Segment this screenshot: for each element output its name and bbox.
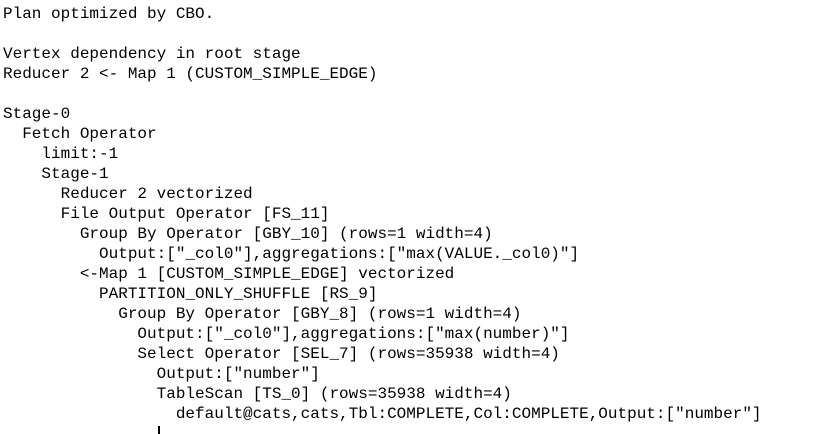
plan-line: Stage-0 (3, 105, 71, 123)
plan-line: default@cats,cats,Tbl:COMPLETE,Col:COMPL… (3, 405, 762, 423)
plan-line: Output:["_col0"],aggregations:["max(VALU… (3, 245, 580, 263)
plan-line: limit:-1 (3, 145, 119, 163)
plan-line: TableScan [TS_0] (rows=35938 width=4) (3, 385, 512, 403)
plan-line: File Output Operator [FS_11] (3, 205, 330, 223)
plan-line: Group By Operator [GBY_8] (rows=1 width=… (3, 305, 522, 323)
plan-line: <-Map 1 [CUSTOM_SIMPLE_EDGE] vectorized (3, 265, 455, 283)
plan-line: Fetch Operator (3, 125, 157, 143)
plan-line: Group By Operator [GBY_10] (rows=1 width… (3, 225, 493, 243)
plan-line: PARTITION_ONLY_SHUFFLE [RS_9] (3, 285, 378, 303)
plan-line: Vertex dependency in root stage (3, 45, 301, 63)
plan-line (3, 24, 828, 44)
plan-line: Select Operator [SEL_7] (rows=35938 widt… (3, 345, 560, 363)
plan-line: Plan optimized by CBO. (3, 5, 215, 23)
plan-line (3, 84, 828, 104)
plan-line: Output:["number"] (3, 365, 320, 383)
plan-line: Output:["_col0"],aggregations:["max(numb… (3, 325, 570, 343)
query-plan-output: Plan optimized by CBO. Vertex dependency… (3, 4, 828, 434)
plan-line: Reducer 2 vectorized (3, 185, 253, 203)
plan-line: Reducer 2 <- Map 1 (CUSTOM_SIMPLE_EDGE) (3, 65, 378, 83)
text-cursor (158, 426, 160, 434)
plan-line: Stage-1 (3, 165, 109, 183)
